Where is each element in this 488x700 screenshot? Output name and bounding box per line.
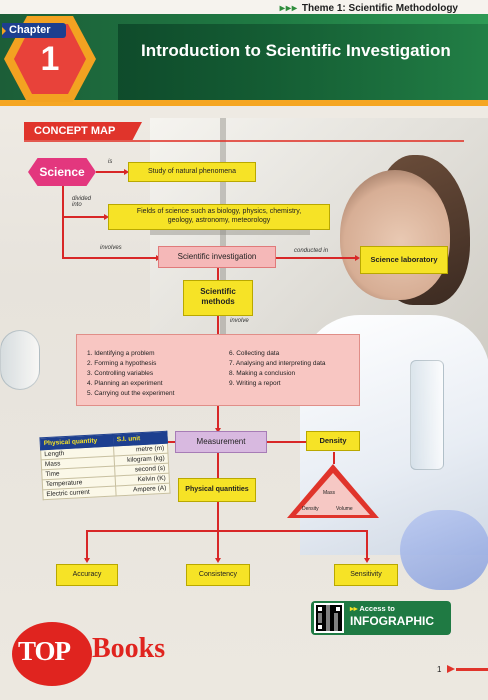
link-label-divided: divided into: [72, 196, 92, 208]
connector-line: [86, 530, 88, 560]
page-bar: [456, 668, 488, 671]
theme-label: ▸▸▸Theme 1: Scientific Methodology: [280, 3, 458, 14]
steps-box: 1. Identifying a problem 2. Forming a hy…: [76, 334, 360, 406]
arrow-down-icon: [84, 558, 90, 563]
step-item: 3. Controlling variables: [87, 370, 154, 377]
steps-right-column: 6. Collecting data 7. Analysing and inte…: [229, 349, 325, 389]
qr-finder: [316, 623, 324, 631]
connector-line: [333, 452, 335, 464]
connector-line: [62, 257, 158, 259]
connector-line: [276, 257, 356, 259]
table-cell: Ampere (A): [115, 483, 171, 496]
arrow-down-icon: [215, 428, 221, 433]
link-label-involves: involves: [100, 245, 122, 251]
investigation-node: Scientific investigation: [158, 246, 276, 268]
arrow-down-icon: [215, 558, 221, 563]
connector-line: [217, 452, 219, 478]
connector-line: [62, 186, 64, 258]
connector-line: [217, 316, 219, 334]
accuracy-node: Accuracy: [56, 564, 118, 586]
header-stripe: [0, 100, 488, 106]
arrow-down-icon: [364, 558, 370, 563]
step-item: 8. Making a conclusion: [229, 370, 296, 377]
topbooks-logo-top: TOP: [18, 636, 71, 666]
triangle-mass: Mass: [323, 490, 335, 496]
connector-line: [168, 441, 178, 443]
infographic-label[interactable]: INFOGRAPHIC: [350, 614, 434, 628]
title-background: [118, 24, 488, 100]
science-node: Science: [28, 158, 96, 186]
scientist-face: [340, 170, 450, 300]
physical-quantities-node: Physical quantities: [178, 478, 256, 502]
consistency-node: Consistency: [186, 564, 250, 586]
connector-line: [217, 406, 219, 430]
glove: [400, 510, 488, 590]
step-item: 5. Carrying out the experiment: [87, 390, 175, 397]
triple-arrow-icon: ▸▸▸: [279, 3, 298, 14]
page-title: Introduction to Scientific Investigation: [141, 41, 451, 60]
double-arrow-icon: ▸▸: [350, 604, 360, 613]
access-text: Access to: [359, 604, 395, 613]
access-label: ▸▸ Access to: [350, 604, 395, 613]
connector-line: [62, 216, 106, 218]
concept-map-underline: [24, 140, 464, 142]
chapter-number: 1: [40, 40, 60, 78]
topbooks-logo-circle: [12, 622, 92, 686]
step-item: 7. Analysing and interpreting data: [229, 360, 326, 367]
page-number: 1: [437, 665, 442, 674]
arrow-right-icon: [124, 169, 129, 175]
chapter-tag: Chapter: [2, 23, 66, 38]
methods-node: Scientific methods: [183, 280, 253, 316]
connector-line: [86, 530, 368, 532]
window-frame: [150, 230, 310, 235]
laboratory-node: Science laboratory: [360, 246, 448, 274]
glass-bottle: [410, 360, 444, 470]
connector-line: [266, 441, 306, 443]
qr-finder: [316, 605, 324, 613]
triangle-volume: Volume: [336, 506, 353, 512]
concept-map-label: CONCEPT MAP: [24, 122, 142, 140]
definition-node: Study of natural phenomena: [128, 162, 256, 182]
measurement-node: Measurement: [175, 431, 267, 453]
connector-line: [96, 171, 126, 173]
step-item: 1. Identifying a problem: [87, 350, 155, 357]
density-node: Density: [306, 431, 360, 451]
triangle-density: Density: [302, 506, 319, 512]
link-label-conducted: conducted in: [294, 248, 329, 254]
link-label-is: is: [108, 159, 113, 165]
link-label-involve: involve: [230, 318, 249, 324]
connector-line: [217, 268, 219, 280]
step-item: 6. Collecting data: [229, 350, 280, 357]
sensitivity-node: Sensitivity: [334, 564, 398, 586]
microscope-shape: [0, 330, 40, 390]
topbooks-logo-books: Books: [92, 633, 166, 664]
step-item: 4. Planning an experiment: [87, 380, 163, 387]
fields-node: Fields of science such as biology, physi…: [108, 204, 330, 230]
arrow-right-icon: [104, 214, 109, 220]
arrow-right-icon: [355, 255, 360, 261]
step-item: 2. Forming a hypothesis: [87, 360, 157, 367]
theme-text: Theme 1: Scientific Methodology: [301, 3, 458, 14]
qr-finder: [334, 605, 342, 613]
header-top-strip: [0, 0, 488, 14]
page-arrow-icon: [447, 665, 455, 673]
step-item: 9. Writing a report: [229, 380, 281, 387]
steps-left-column: 1. Identifying a problem 2. Forming a hy…: [87, 349, 174, 399]
connector-line: [366, 530, 368, 560]
